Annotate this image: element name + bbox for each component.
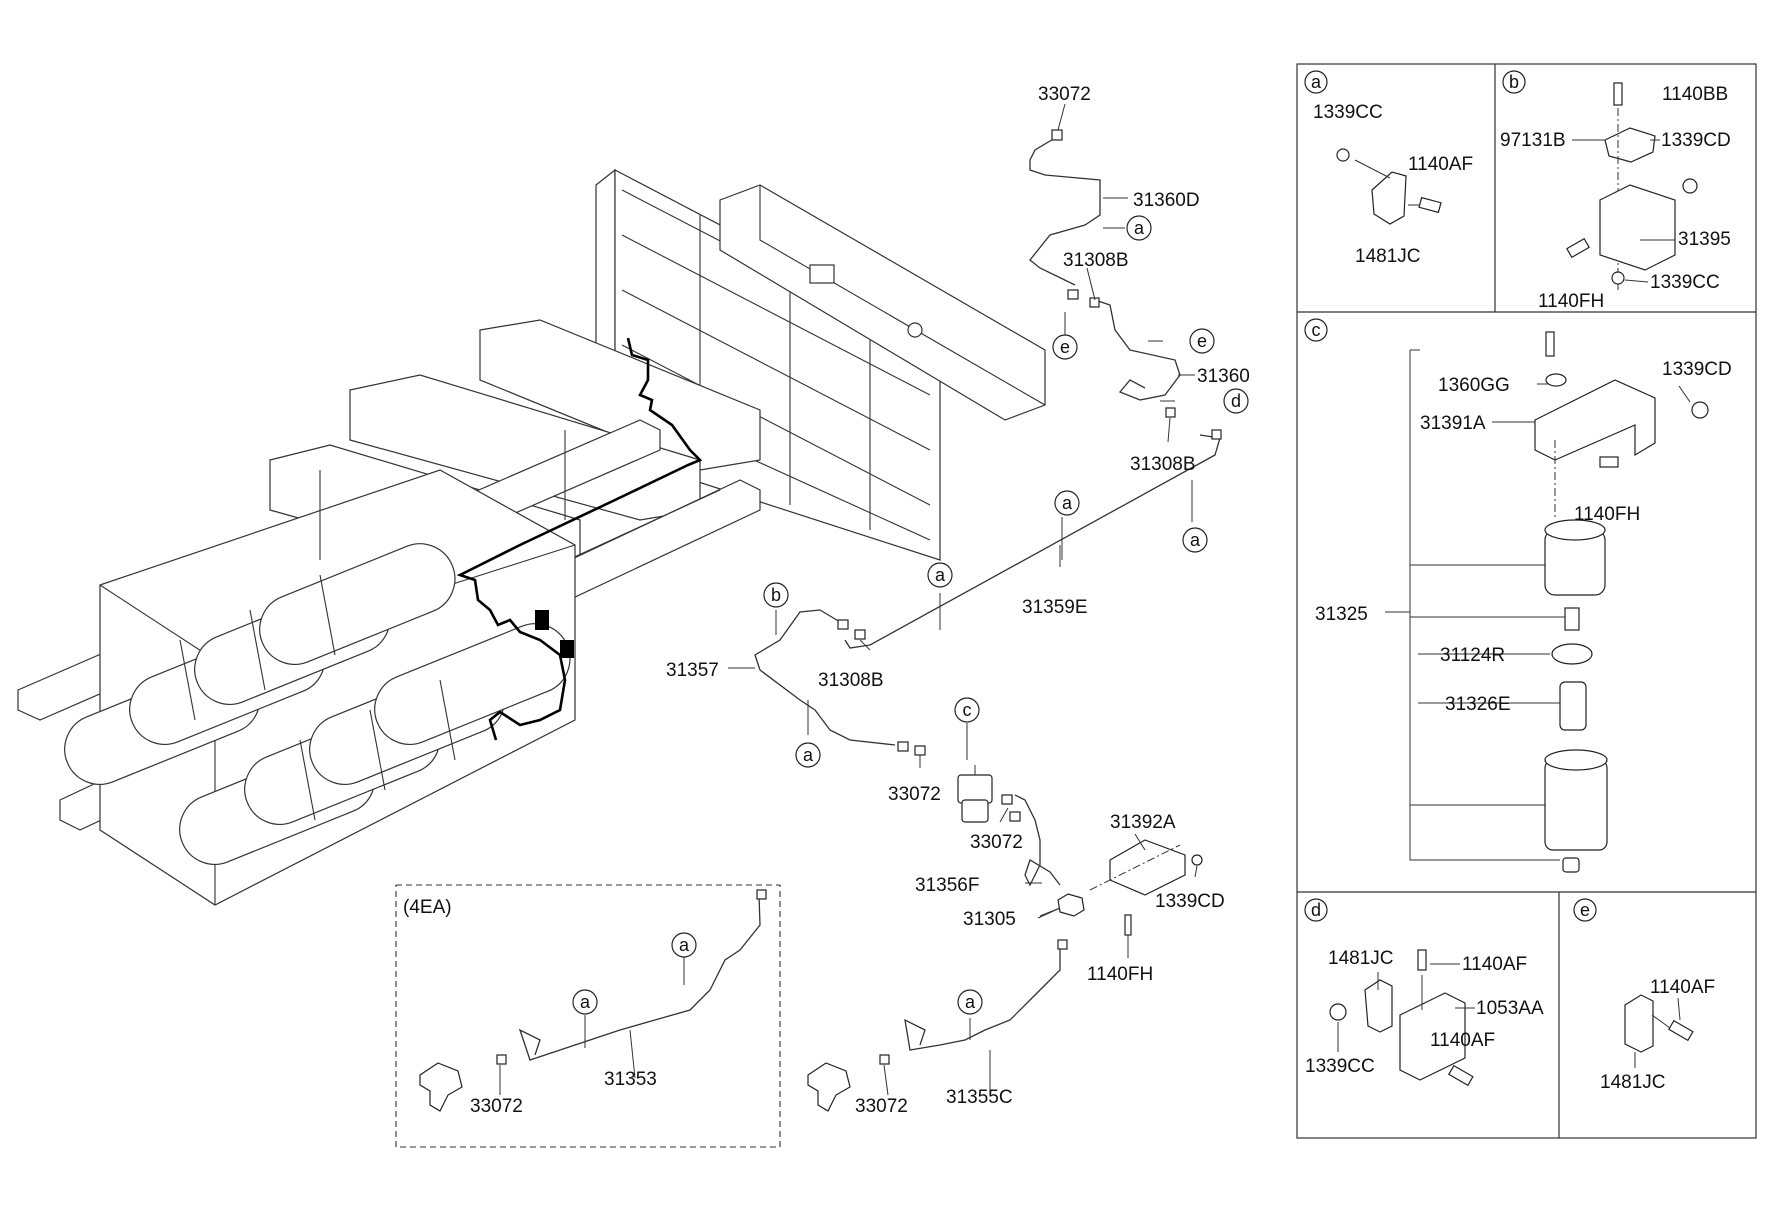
marker-e: e [1197,331,1207,351]
leader-lines [499,103,1198,1096]
callout-33072-left: 33072 [470,1096,523,1117]
callout-1339cd: 1339CD [1155,891,1225,912]
detail-boxes [1296,63,1757,1139]
callout-31392a: 31392A [1110,812,1176,833]
box-d-label-1339cc: 1339CC [1305,1056,1375,1077]
box-b-label-97131b: 97131B [1500,130,1566,151]
marker-a: a [1134,218,1145,238]
box-b-label-1140bb: 1140BB [1662,84,1728,105]
callout-31308b-upper: 31308B [1063,250,1129,271]
marker-d: d [1231,391,1241,411]
box-d-label-1481jc: 1481JC [1328,948,1394,969]
callout-31359e: 31359E [1022,597,1088,618]
injectors [419,1062,851,1112]
marker-e: e [1060,337,1070,357]
box-b-label-31395: 31395 [1678,229,1731,250]
marker-c: c [963,700,972,720]
callout-33072-mid: 33072 [888,784,941,805]
callout-31356f: 31356F [915,875,979,896]
marker-a: a [965,992,976,1012]
callout-4ea: (4EA) [403,897,452,918]
box-c-label-1360gg: 1360GG [1438,375,1510,396]
detail-box-labels: a 1339CC 1140AF 1481JC b 1140BB 97131B 1… [1304,70,1732,1093]
main-fuel-hose [456,337,703,741]
callout-31308b-lower: 31308B [818,670,884,691]
box-d-label-1140af-2: 1140AF [1430,1030,1495,1051]
four-ea-group-box [395,884,781,1148]
box-b-marker: b [1509,72,1519,92]
box-a-label-1140af: 1140AF [1408,154,1473,175]
callout-33072-right: 33072 [855,1096,908,1117]
callout-31355c: 31355C [946,1087,1013,1108]
marker-a: a [803,745,814,765]
vehicle-frame-illustration [17,168,1046,906]
box-c-label-31391a: 31391A [1420,413,1486,434]
fuel-lines [496,129,1222,1065]
box-c-parts [1385,331,1709,873]
box-d-label-1053aa: 1053AA [1476,998,1544,1019]
box-d-label-1140af: 1140AF [1462,954,1527,975]
callout-33072-top: 33072 [1038,84,1091,105]
box-b-label-1140fh: 1140FH [1538,291,1604,312]
marker-a: a [935,565,946,585]
box-b-label-1339cc: 1339CC [1650,272,1720,293]
box-c-label-31124r: 31124R [1440,645,1505,666]
box-c-label-31326e: 31326E [1445,694,1511,715]
box-e-label-1140af: 1140AF [1650,977,1715,998]
box-a-label-1481jc: 1481JC [1355,246,1421,267]
box-b-parts [1566,82,1698,290]
marker-b: b [771,585,781,605]
box-a-label-1339cc: 1339CC [1313,102,1383,123]
box-e-parts [1624,994,1694,1053]
marker-a: a [679,935,690,955]
box-c-label-1140fh: 1140FH [1574,504,1640,525]
callout-33072-mid2: 33072 [970,832,1023,853]
box-a-marker: a [1311,72,1322,92]
callout-labels: 33072 31360D 31308B 31360 31308B 31359E … [403,84,1250,1117]
box-c-marker: c [1312,320,1321,340]
callout-31308b-right: 31308B [1130,454,1196,475]
box-e-marker: e [1580,900,1590,920]
callout-31353: 31353 [604,1069,657,1090]
callout-31360: 31360 [1197,366,1250,387]
callout-1140fh: 1140FH [1087,964,1153,985]
fuel-filter-assembly [957,765,993,823]
fuel-tanks [64,543,571,865]
callout-31305: 31305 [963,909,1016,930]
marker-a: a [580,992,591,1012]
regulator-valve [1039,839,1203,936]
box-d-parts [1329,949,1474,1087]
box-a-parts [1336,148,1442,225]
callout-31360d: 31360D [1133,190,1200,211]
marker-a: a [1190,530,1201,550]
circled-markers: a e e d a a a b a c a a a [572,215,1249,1015]
marker-a: a [1062,493,1073,513]
box-c-label-1339cd: 1339CD [1662,359,1732,380]
box-e-label-1481jc: 1481JC [1600,1072,1666,1093]
box-b-label-1339cd: 1339CD [1661,130,1731,151]
callout-31357: 31357 [666,660,719,681]
box-c-label-31325: 31325 [1315,604,1368,625]
box-d-marker: d [1311,900,1321,920]
